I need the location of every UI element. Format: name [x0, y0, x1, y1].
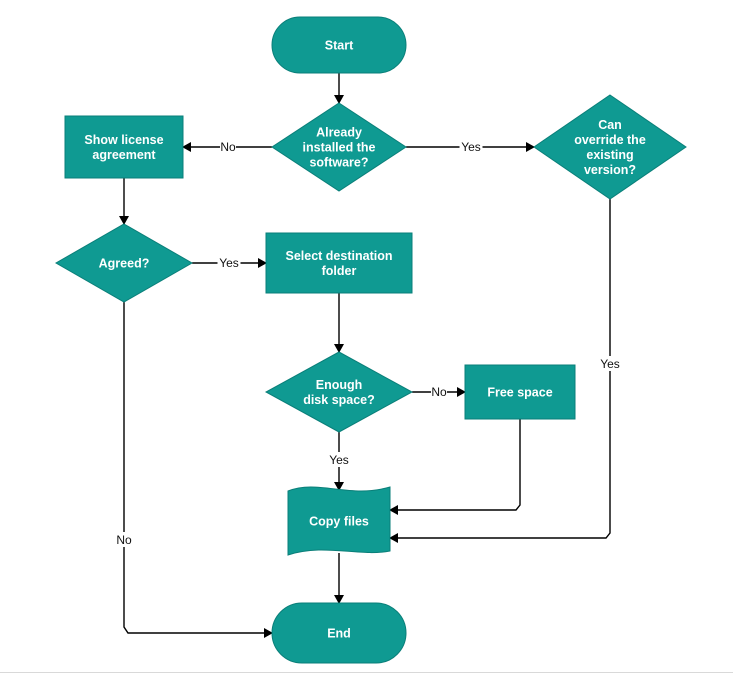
node-end[interactable]: End [271, 602, 407, 664]
node-shape [533, 94, 687, 200]
node-shape [54, 223, 194, 303]
edge-can-override-to-copy-files: Yes [389, 199, 622, 543]
edge-label: No [220, 140, 236, 154]
edge-enough-disk-to-copy-files: Yes [327, 432, 351, 491]
node-label: Agreed? [99, 257, 150, 271]
node-label: software? [309, 156, 368, 170]
edge-label: Yes [219, 256, 239, 270]
node-label: disk space? [303, 393, 375, 407]
node-start[interactable]: Start [271, 16, 407, 74]
node-label: Already [316, 126, 362, 140]
edge-label: No [116, 533, 132, 547]
node-shape [264, 351, 414, 433]
node-shape [271, 602, 407, 664]
node-label: Show license [84, 133, 163, 147]
node-label: installed the [303, 141, 376, 155]
edge-already-installed-to-can-override: Yes [406, 139, 535, 154]
edge-label: Yes [329, 453, 349, 467]
node-label: Select destination [286, 249, 393, 263]
node-label: Can [598, 118, 622, 132]
edge-line [123, 302, 273, 638]
edge-label: Yes [461, 140, 481, 154]
edge-label-bg [459, 139, 483, 154]
edge-label: Yes [600, 357, 620, 371]
edge-label: No [431, 385, 447, 399]
edge-label-bg [220, 139, 236, 154]
node-shape [287, 486, 391, 556]
node-label: End [327, 627, 351, 641]
node-shape [265, 232, 413, 294]
node-label: Copy files [309, 515, 369, 529]
node-label: override the [574, 133, 646, 147]
edge-label-bg [217, 255, 241, 270]
edge-label-bg [327, 452, 351, 467]
edge-already-installed-to-show-license: No [182, 139, 272, 154]
node-shape [464, 364, 576, 420]
node-shape [271, 102, 407, 192]
node-label: version? [584, 163, 636, 177]
edge-line [389, 419, 521, 515]
node-label: agreement [92, 148, 156, 162]
edge-label-bg [116, 532, 132, 547]
edge-agreed-to-select-destination: Yes [192, 255, 267, 270]
node-agreed[interactable]: Agreed? [54, 223, 194, 303]
node-label: Start [325, 39, 354, 53]
node-shape [64, 115, 184, 179]
edge-enough-disk-to-free-space: No [412, 384, 466, 399]
node-label: Free space [487, 386, 552, 400]
edge-label-bg [431, 384, 447, 399]
node-label: existing [586, 148, 633, 162]
node-copy-files[interactable]: Copy files [287, 486, 391, 556]
edge-free-space-to-copy-files [389, 419, 521, 515]
node-free-space[interactable]: Free space [464, 364, 576, 420]
edge-label-bg [598, 356, 622, 371]
node-label: folder [322, 264, 357, 278]
node-label: Enough [316, 378, 363, 392]
edge-agreed-to-end: No [116, 302, 273, 638]
node-shape [271, 16, 407, 74]
bottom-divider [0, 672, 733, 673]
